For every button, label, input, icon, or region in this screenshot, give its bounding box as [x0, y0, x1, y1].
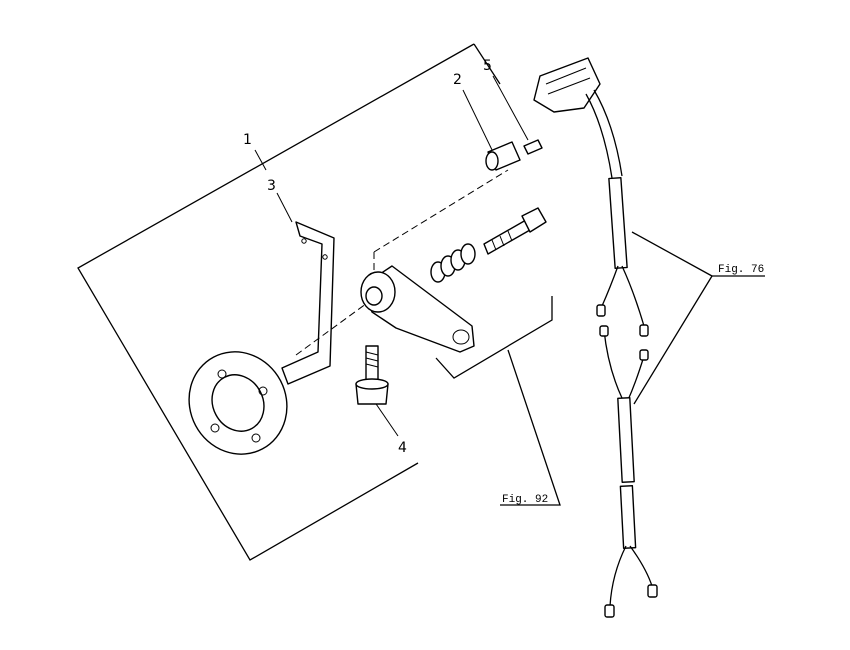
callout-part-3: 3	[267, 178, 276, 194]
set-screw-part	[523, 139, 543, 155]
callout-part-5: 5	[483, 58, 492, 74]
spring-washer-stack	[430, 243, 476, 283]
collar-part	[485, 141, 521, 171]
assembly-boundary-edge	[473, 43, 501, 85]
assembly-boundary	[77, 43, 475, 561]
mounting-bracket-part	[188, 221, 335, 455]
fig-92-bracket	[435, 296, 561, 506]
alignment-line	[295, 297, 375, 356]
fig-76-leaders	[631, 231, 765, 405]
long-bolt-part	[483, 207, 547, 255]
sensor-harness-part	[533, 57, 658, 618]
callout-part-2: 2	[453, 72, 462, 88]
callout-part-1: 1	[243, 132, 252, 148]
lever-arm-part	[360, 265, 475, 353]
alignment-line-collar	[373, 169, 509, 253]
callout-part-4: 4	[398, 440, 407, 456]
fig-76-reference: Fig. 76	[718, 264, 764, 276]
fig-92-reference: Fig. 92	[502, 494, 548, 506]
flange-bolt-part	[355, 345, 389, 405]
callout-leaders	[254, 75, 529, 437]
